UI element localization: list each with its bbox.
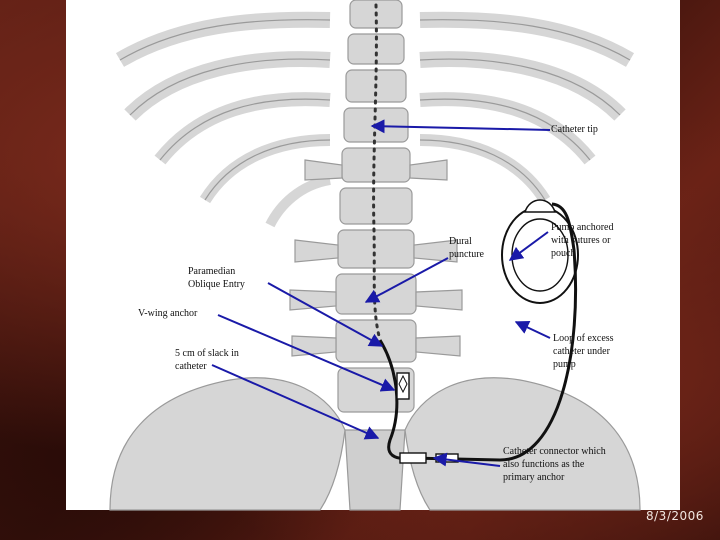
arrow-slack <box>211 364 380 440</box>
pelvis <box>109 377 641 511</box>
label-slack: 5 cm of slack in catheter <box>175 348 239 372</box>
v-wing-anchor <box>396 372 410 400</box>
label-loop: Loop of excess catheter under pump <box>553 333 614 370</box>
arrow-paramedian-entry <box>267 282 384 347</box>
label-catheter-tip: Catheter tip <box>551 124 598 135</box>
left-ribs <box>115 11 331 228</box>
arrow-catheter-tip <box>370 119 551 134</box>
arrow-loop <box>514 321 551 339</box>
right-ribs <box>419 11 635 204</box>
arrow-pump-anchored <box>508 231 549 261</box>
leader-arrows <box>211 119 551 467</box>
label-pump-anchored: Pump anchored with sutures or pouch <box>551 222 614 259</box>
arrow-dural-puncture <box>364 257 449 303</box>
label-paramedian-entry: Paramedian Oblique Entry <box>188 266 245 290</box>
catheter-intrathecal <box>372 3 382 342</box>
arrow-connector <box>432 452 501 467</box>
arrow-v-wing-anchor <box>217 314 396 392</box>
label-dural-puncture: Dural puncture <box>449 236 484 260</box>
label-connector: Catheter connector which also functions … <box>503 446 606 483</box>
label-v-wing-anchor: V-wing anchor <box>138 308 198 319</box>
slide-date: 8/3/2006 <box>646 509 704 523</box>
catheter-subcutaneous <box>378 202 578 462</box>
